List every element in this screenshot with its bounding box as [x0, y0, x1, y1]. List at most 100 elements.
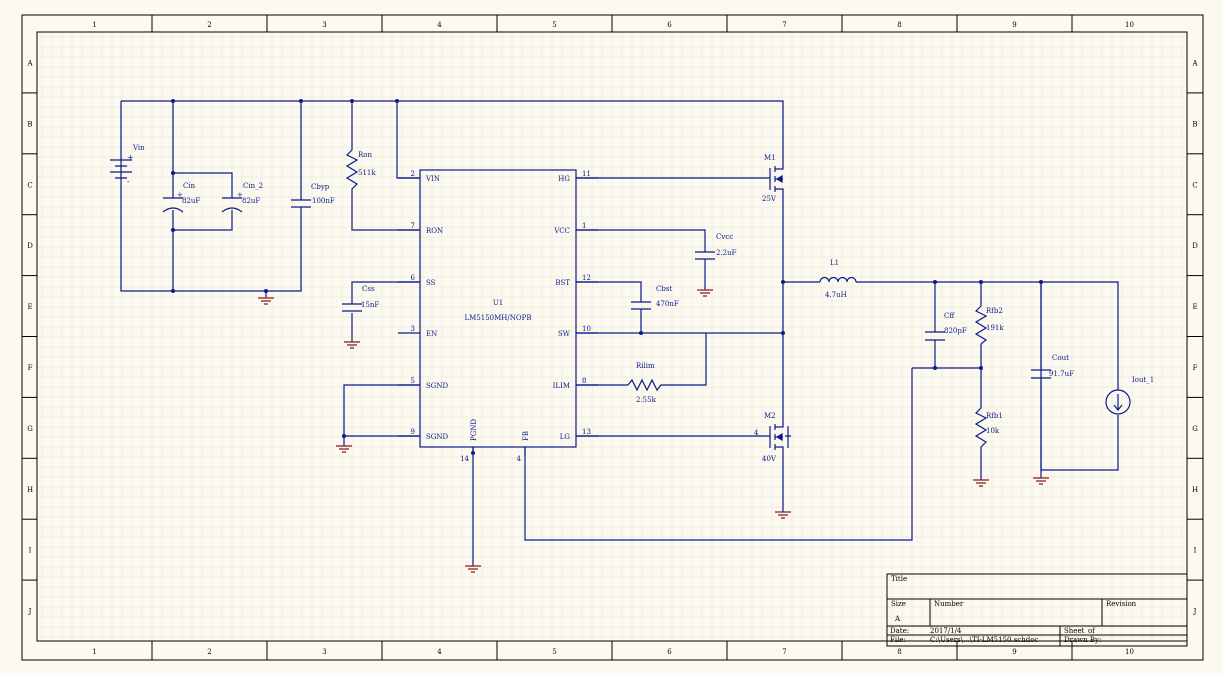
ic-pin-number: 9 — [411, 428, 415, 436]
css-ref: Css — [362, 285, 375, 293]
cin-value: 82uF — [182, 197, 200, 205]
ic-pin-number: 2 — [411, 170, 415, 178]
border-row-label-right: H — [1192, 486, 1198, 494]
cbyp-ref: Cbyp — [311, 183, 330, 191]
css-value: 15nF — [361, 301, 379, 309]
title-label: Title — [891, 575, 907, 583]
rfb2-ref: Rfb2 — [986, 307, 1003, 315]
battery-vin[interactable] — [110, 159, 132, 183]
border-row-label-left: J — [28, 608, 32, 616]
ic-pin-number: 4 — [517, 455, 522, 463]
cout-ref: Cout — [1052, 354, 1069, 362]
ic-pin-name: SW — [558, 330, 571, 338]
capacitor-cbst[interactable] — [631, 301, 651, 310]
border-col-label-bottom: 7 — [782, 648, 786, 656]
border-row-label-left: I — [29, 547, 32, 555]
border-col-label-bottom: 10 — [1125, 648, 1134, 656]
mosfet-m2[interactable] — [769, 408, 791, 462]
border-col-label-top: 7 — [782, 21, 786, 29]
rfb1-ref: Rfb1 — [986, 412, 1003, 420]
file-value: C:\Users\...\TI-LM5150.schdoc — [930, 636, 1038, 644]
mosfet-m1[interactable] — [769, 152, 784, 205]
ic-pin-name: SGND — [426, 433, 449, 441]
ground-cout — [1033, 477, 1049, 485]
inductor-l1[interactable] — [819, 276, 857, 283]
capacitor-cin[interactable] — [162, 197, 184, 213]
border-row-label-right: F — [1193, 364, 1198, 372]
ground-m2 — [775, 511, 791, 519]
size-value: A — [894, 615, 901, 623]
capacitor-cvcc[interactable] — [695, 251, 715, 260]
ground-pgnd — [465, 565, 481, 573]
current-source-iout[interactable] — [1105, 389, 1131, 415]
vin-minus: - — [127, 177, 130, 186]
ground-css — [344, 341, 360, 349]
border-col-label-top: 1 — [92, 21, 96, 29]
ic-pin-number: 1 — [582, 222, 586, 230]
cout-value: 91.7uF — [1049, 370, 1074, 378]
border-row-label-right: D — [1192, 242, 1198, 250]
border-row-label-right: A — [1191, 59, 1198, 67]
border-row-label-right: E — [1192, 303, 1197, 311]
border-col-label-bottom: 8 — [897, 648, 901, 656]
ic-pin-name: RON — [426, 227, 443, 235]
resistor-rfb2[interactable] — [974, 305, 988, 346]
revision-label: Revision — [1106, 600, 1137, 608]
ic-pin-name: VIN — [425, 175, 440, 183]
capacitor-css[interactable] — [342, 303, 362, 312]
ron-value: 511k — [358, 169, 376, 177]
cbst-value: 470nF — [656, 300, 679, 308]
rfb2-value: 191k — [986, 324, 1004, 332]
ic-pin-name: PGND — [470, 419, 478, 441]
ic-pin-number: 8 — [582, 377, 586, 385]
m1-value: 25V — [762, 195, 777, 203]
border-row-label-left: D — [27, 242, 33, 250]
border-col-label-bottom: 3 — [322, 648, 326, 656]
capacitor-cout[interactable] — [1031, 369, 1051, 379]
resistor-rilim[interactable] — [627, 378, 664, 392]
m2-pin: 4 — [754, 429, 759, 437]
cin2-value: 82uF — [242, 197, 260, 205]
border-col-label-bottom: 4 — [437, 648, 442, 656]
ground-sgnd — [336, 445, 352, 453]
capacitor-cbyp[interactable] — [291, 199, 311, 208]
cin-pol: + — [177, 191, 183, 199]
cin-ref: Cin — [183, 182, 196, 190]
border-row-label-left: B — [27, 120, 32, 128]
grid-lines — [37, 32, 1187, 641]
resistor-rfb1[interactable] — [974, 407, 988, 452]
capacitor-cff[interactable] — [925, 331, 945, 341]
border-col-label-bottom: 5 — [552, 648, 556, 656]
ic-pin-name: SGND — [426, 382, 449, 390]
ic-u1[interactable] — [419, 169, 577, 448]
ic-pin-name: SS — [426, 279, 436, 287]
border-col-label-top: 6 — [667, 21, 672, 29]
cff-ref: Cff — [944, 312, 955, 320]
border-col-label-bottom: 9 — [1012, 648, 1016, 656]
ic-pin-number: 14 — [460, 455, 469, 463]
sheet-label: Sheet — [1064, 627, 1085, 635]
ic-pin-number: 12 — [582, 274, 591, 282]
ic-pin-number: 13 — [582, 428, 591, 436]
border-row-label-right: C — [1192, 181, 1197, 189]
border-row-label-right: G — [1192, 425, 1198, 433]
of-label: of — [1088, 627, 1096, 635]
border-col-label-top: 8 — [897, 21, 901, 29]
ic-pin-name: BST — [555, 279, 570, 287]
border-col-label-top: 4 — [437, 21, 442, 29]
resistor-ron[interactable] — [345, 149, 359, 193]
ic-pin-name: ILIM — [553, 382, 570, 390]
cin2-ref: Cin_2 — [243, 182, 263, 190]
capacitor-cin2[interactable] — [221, 197, 243, 213]
cvcc-ref: Cvcc — [716, 233, 733, 241]
title-block — [886, 573, 1188, 647]
border-col-label-top: 5 — [552, 21, 556, 29]
ic-pin-name: HG — [558, 175, 570, 183]
iout-ref: Iout_1 — [1132, 376, 1154, 384]
ic-pin-name: FB — [522, 431, 530, 441]
ron-ref: Ron — [358, 151, 372, 159]
border-col-label-top: 9 — [1012, 21, 1016, 29]
drawn-by-label: Drawn By: — [1064, 636, 1101, 644]
